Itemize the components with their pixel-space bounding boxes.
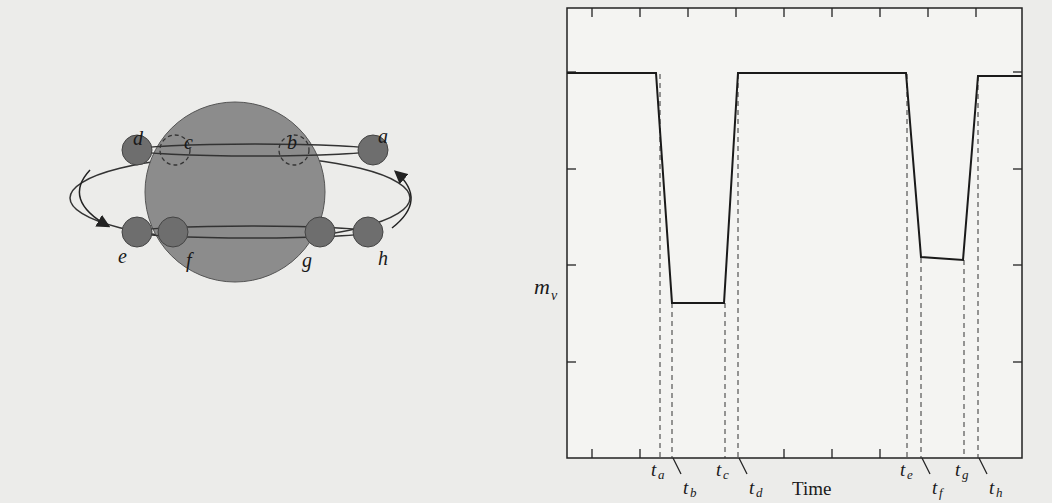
axis-symbol: a <box>378 126 388 146</box>
axis-symbol: e <box>118 246 127 266</box>
axis-symbol: f <box>939 486 943 499</box>
axis-symbol: v <box>551 289 557 303</box>
axis-symbol: t <box>651 460 656 479</box>
large-star <box>145 102 325 282</box>
axis-title: Time <box>792 479 831 498</box>
ticks <box>567 8 1022 458</box>
axis-symbol: b <box>287 132 297 152</box>
small-star <box>353 217 383 247</box>
upper-path <box>137 144 373 156</box>
axis-symbol: t <box>749 478 754 497</box>
axis-symbol: t <box>955 460 960 479</box>
small-star <box>305 217 335 247</box>
axis-symbol: t <box>989 478 994 497</box>
axis-symbol: c <box>184 132 193 152</box>
contact-lines <box>660 74 978 458</box>
axis-symbol: t <box>932 478 937 497</box>
axis-symbol: t <box>900 460 905 479</box>
axis-symbol: f <box>186 250 192 270</box>
axis-symbol: c <box>723 468 729 481</box>
small-star <box>158 217 188 247</box>
light-curve <box>567 73 1022 303</box>
plot-frame <box>567 8 1022 458</box>
axis-symbol: b <box>690 486 697 499</box>
axis-symbol: d <box>133 128 143 148</box>
axis-symbol: a <box>658 468 665 481</box>
motion-arrow <box>79 170 108 226</box>
axis-symbol: g <box>302 250 312 270</box>
axis-symbol: d <box>756 486 763 499</box>
axis-symbol: e <box>907 468 913 481</box>
axis-symbol: m <box>534 276 550 298</box>
axis-symbol: t <box>716 460 721 479</box>
axis-symbol: h <box>996 486 1003 499</box>
small-star <box>122 217 152 247</box>
axis-symbol: h <box>378 248 388 268</box>
axis-symbol: g <box>962 468 969 481</box>
motion-arrow <box>392 172 411 228</box>
axis-symbol: t <box>683 478 688 497</box>
